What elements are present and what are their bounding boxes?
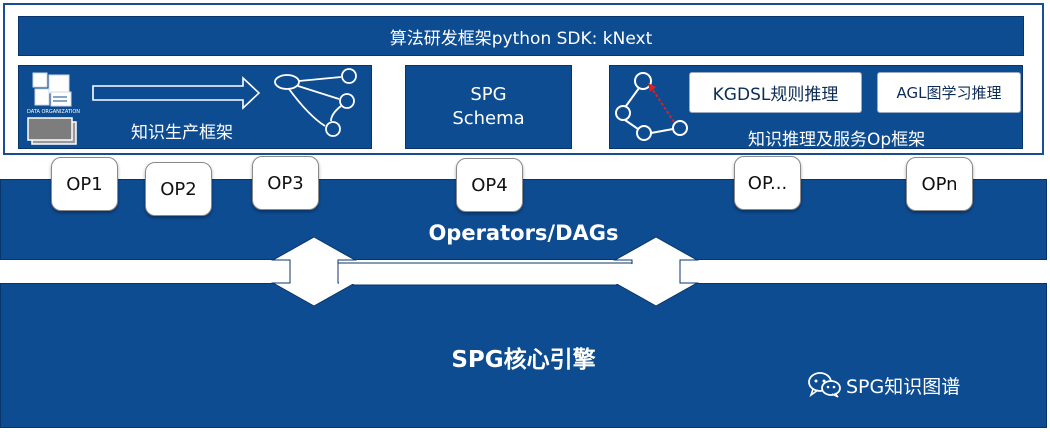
knowledge-production-graphics: DATA ORGANIZATION (27, 68, 357, 145)
operators-dags-label: Operators/DAGs (428, 221, 619, 245)
spg-core-engine-label: SPG核心引擎 (451, 347, 596, 373)
op-label: OP3 (267, 172, 304, 194)
kgdsl-chip-label: KGDSL规则推理 (712, 85, 839, 105)
reasoning-graph-icon (615, 72, 688, 141)
process-arrow-icon (92, 76, 261, 110)
data-organization-icon (32, 72, 72, 107)
agl-chip-label: AGL图学习推理 (896, 84, 1002, 102)
data-organization-caption: DATA ORGANIZATION (27, 109, 80, 115)
knowledge-production-label: 知识生产框架 (131, 123, 233, 143)
sdk-bar-label: 算法研发框架python SDK: kNext (389, 28, 653, 49)
reasoning-module: KGDSL规则推理 AGL图学习推理 知识推理及服务Op框架 (609, 65, 1023, 150)
op-label: OP2 (160, 178, 197, 200)
watermark: SPG知识图谱 (808, 370, 960, 400)
schema-line-2: Schema (452, 108, 525, 129)
spg-schema-module: SPG Schema (405, 65, 572, 149)
knowledge-production-module: DATA ORGANIZATION 知识生产框架 (18, 65, 372, 149)
op-box-1: OP1 (51, 157, 118, 211)
schema-line-1: SPG (470, 84, 507, 105)
data-tray-icon (27, 117, 77, 145)
spg-core-engine (0, 283, 1047, 428)
op-label: OP1 (66, 173, 103, 195)
op-box-ellipsis: OP... (734, 156, 801, 210)
watermark-label: SPG知识图谱 (846, 375, 961, 398)
op-box-4: OP4 (456, 158, 523, 212)
op-label: OPn (921, 173, 958, 195)
wechat-icon (808, 372, 841, 398)
op-box-3: OP3 (252, 156, 319, 210)
op-box-2: OP2 (145, 162, 212, 216)
op-label: OP... (747, 172, 788, 194)
op-label: OP4 (471, 174, 508, 196)
sdk-bar: 算法研发框架python SDK: kNext (18, 16, 1024, 56)
knowledge-graph-icon (274, 68, 357, 137)
agl-graph-learning-chip: AGL图学习推理 (877, 72, 1021, 113)
reasoning-label: 知识推理及服务Op框架 (748, 130, 926, 150)
op-box-n: OPn (906, 157, 973, 211)
kgdsl-rule-reasoning-chip: KGDSL规则推理 (689, 72, 862, 113)
